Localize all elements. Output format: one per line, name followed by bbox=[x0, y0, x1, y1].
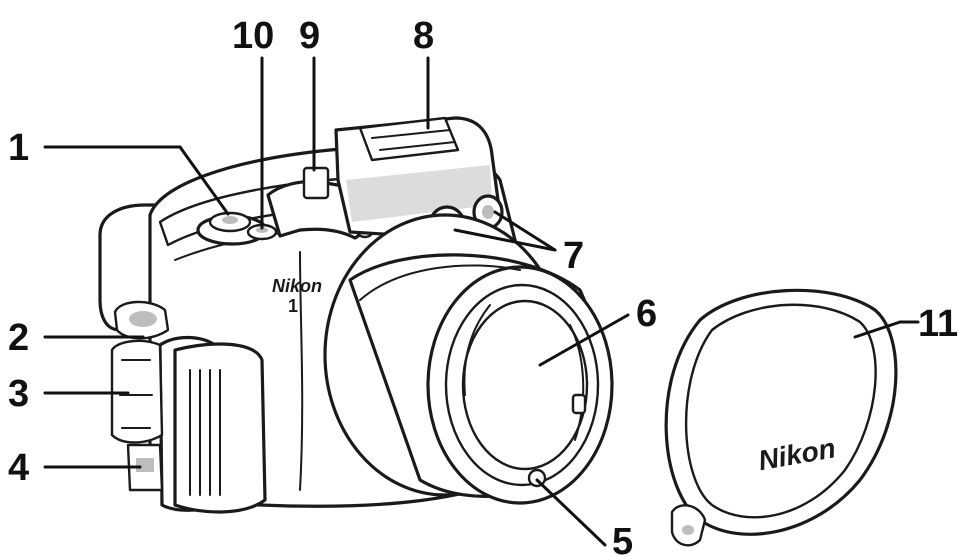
leader-1b bbox=[178, 145, 230, 216]
camera-brand-label: Nikon bbox=[272, 276, 322, 296]
power-switch bbox=[196, 211, 268, 246]
leader-11 bbox=[853, 320, 902, 339]
leader-7a bbox=[453, 228, 557, 252]
movie-record-button bbox=[246, 223, 278, 241]
connector-cover bbox=[110, 339, 164, 444]
hdmi-connector-area bbox=[126, 443, 164, 492]
leader-5 bbox=[535, 478, 607, 547]
callout-7: 7 bbox=[563, 235, 584, 277]
callout-6: 6 bbox=[636, 293, 657, 335]
camera-model-mark: 1 bbox=[288, 296, 298, 316]
callout-labels: 1 2 3 4 5 6 7 8 9 10 11 bbox=[8, 15, 958, 557]
body-cap: Nikon bbox=[664, 288, 898, 547]
callout-5: 5 bbox=[612, 521, 633, 557]
strap-eyelet bbox=[113, 300, 170, 340]
leader-lines bbox=[43, 56, 920, 547]
accessory-shoe bbox=[334, 116, 502, 237]
callout-2: 2 bbox=[8, 317, 29, 359]
callout-4: 4 bbox=[8, 447, 29, 489]
callout-10: 10 bbox=[232, 15, 274, 57]
camera-grip bbox=[158, 335, 267, 514]
callout-8: 8 bbox=[413, 15, 434, 57]
leader-6 bbox=[538, 313, 630, 367]
callout-3: 3 bbox=[8, 373, 29, 415]
leader-7b bbox=[493, 210, 557, 252]
callout-1: 1 bbox=[8, 127, 29, 169]
callout-9: 9 bbox=[299, 15, 320, 57]
lens-mount bbox=[461, 299, 589, 471]
callout-11: 11 bbox=[918, 303, 958, 345]
